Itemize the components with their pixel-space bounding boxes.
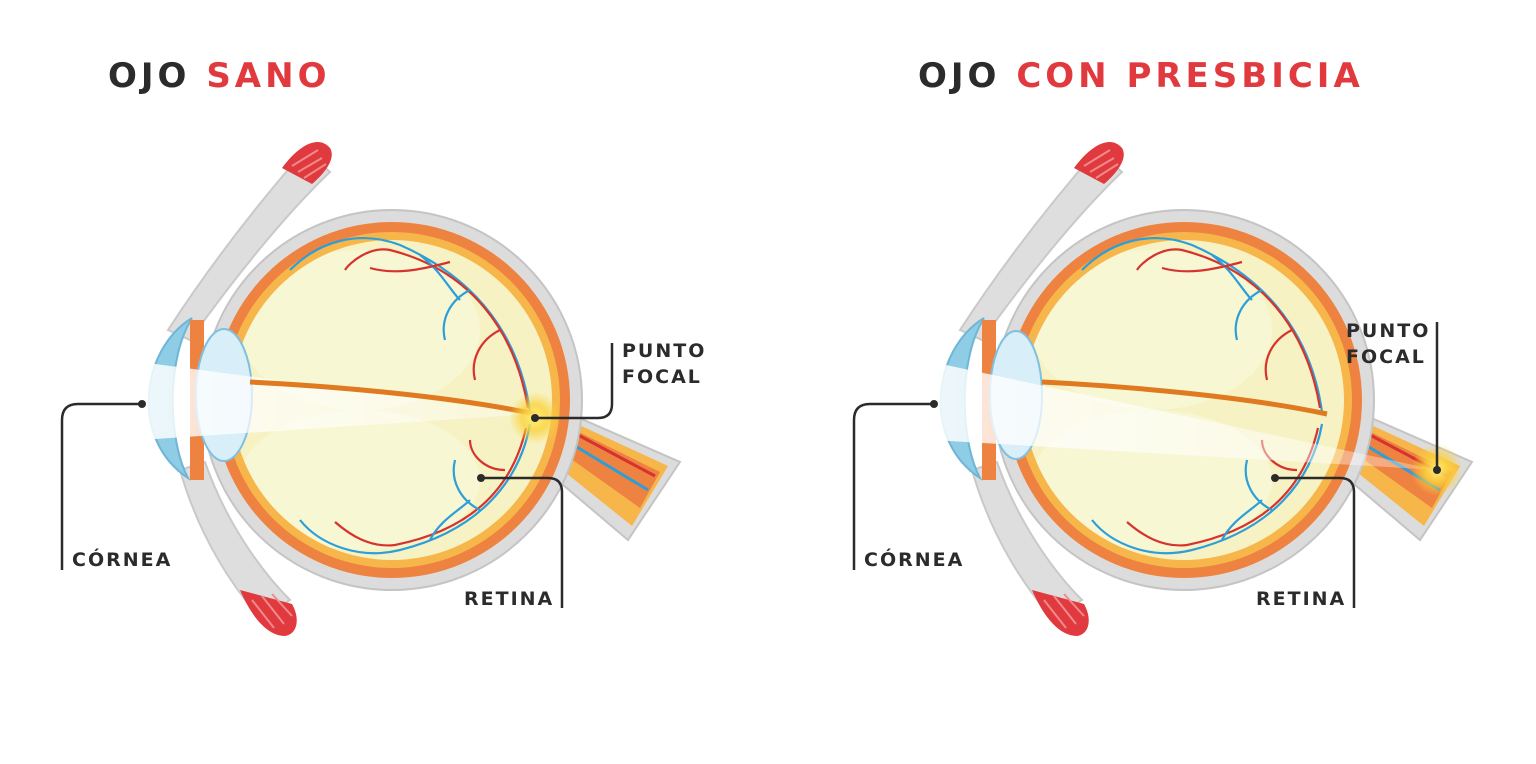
title-healthy-eye: OJO SANO [108,56,330,96]
title-presbyopia-eye: OJO CON PRESBICIA [918,56,1364,96]
label-retina: RETINA [1256,586,1346,612]
label-focal-point-line2: FOCAL [622,364,702,390]
panel-healthy-eye: OJO SANO CÓRNEA RETINA PUNTO FOCAL [0,0,768,764]
label-focal-point-line2: FOCAL [1346,344,1426,370]
presbyopia-eye-diagram [792,0,1536,764]
label-focal-point-line1: PUNTO [622,338,706,364]
title-word-eye: OJO [918,56,1000,96]
title-word-eye: OJO [108,56,190,96]
title-word-healthy: SANO [206,56,330,96]
label-cornea: CÓRNEA [864,547,964,573]
label-focal-point-line1: PUNTO [1346,318,1430,344]
panel-presbyopia-eye: OJO CON PRESBICIA CÓRNEA RETINA PUNTO FO… [792,0,1536,764]
label-cornea: CÓRNEA [72,547,172,573]
title-word-presbyopia: CON PRESBICIA [1016,56,1363,96]
label-retina: RETINA [464,586,554,612]
